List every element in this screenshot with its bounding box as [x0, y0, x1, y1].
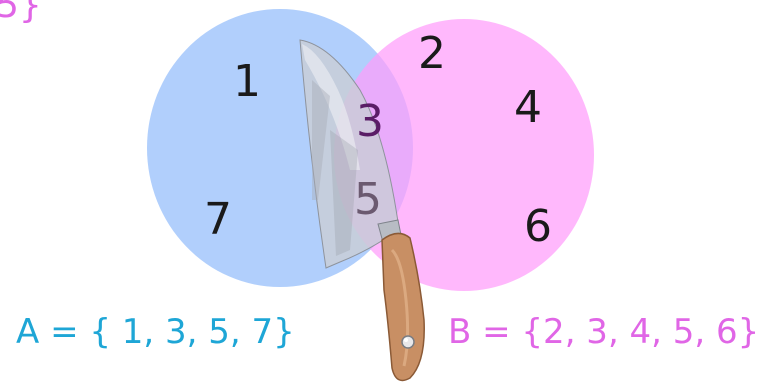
- element-1: 1: [233, 56, 261, 107]
- element-4: 4: [514, 82, 542, 133]
- element-5: 5: [354, 174, 382, 225]
- partial-set-label: 5}: [0, 0, 42, 26]
- set-b-label: B = {2, 3, 4, 5, 6}: [448, 312, 759, 352]
- knife-icon: [299, 39, 425, 382]
- element-6: 6: [524, 201, 552, 252]
- element-3: 3: [356, 96, 384, 147]
- set-a-label: A = { 1, 3, 5, 7}: [16, 312, 295, 352]
- element-2: 2: [418, 28, 446, 79]
- element-7: 7: [204, 194, 232, 245]
